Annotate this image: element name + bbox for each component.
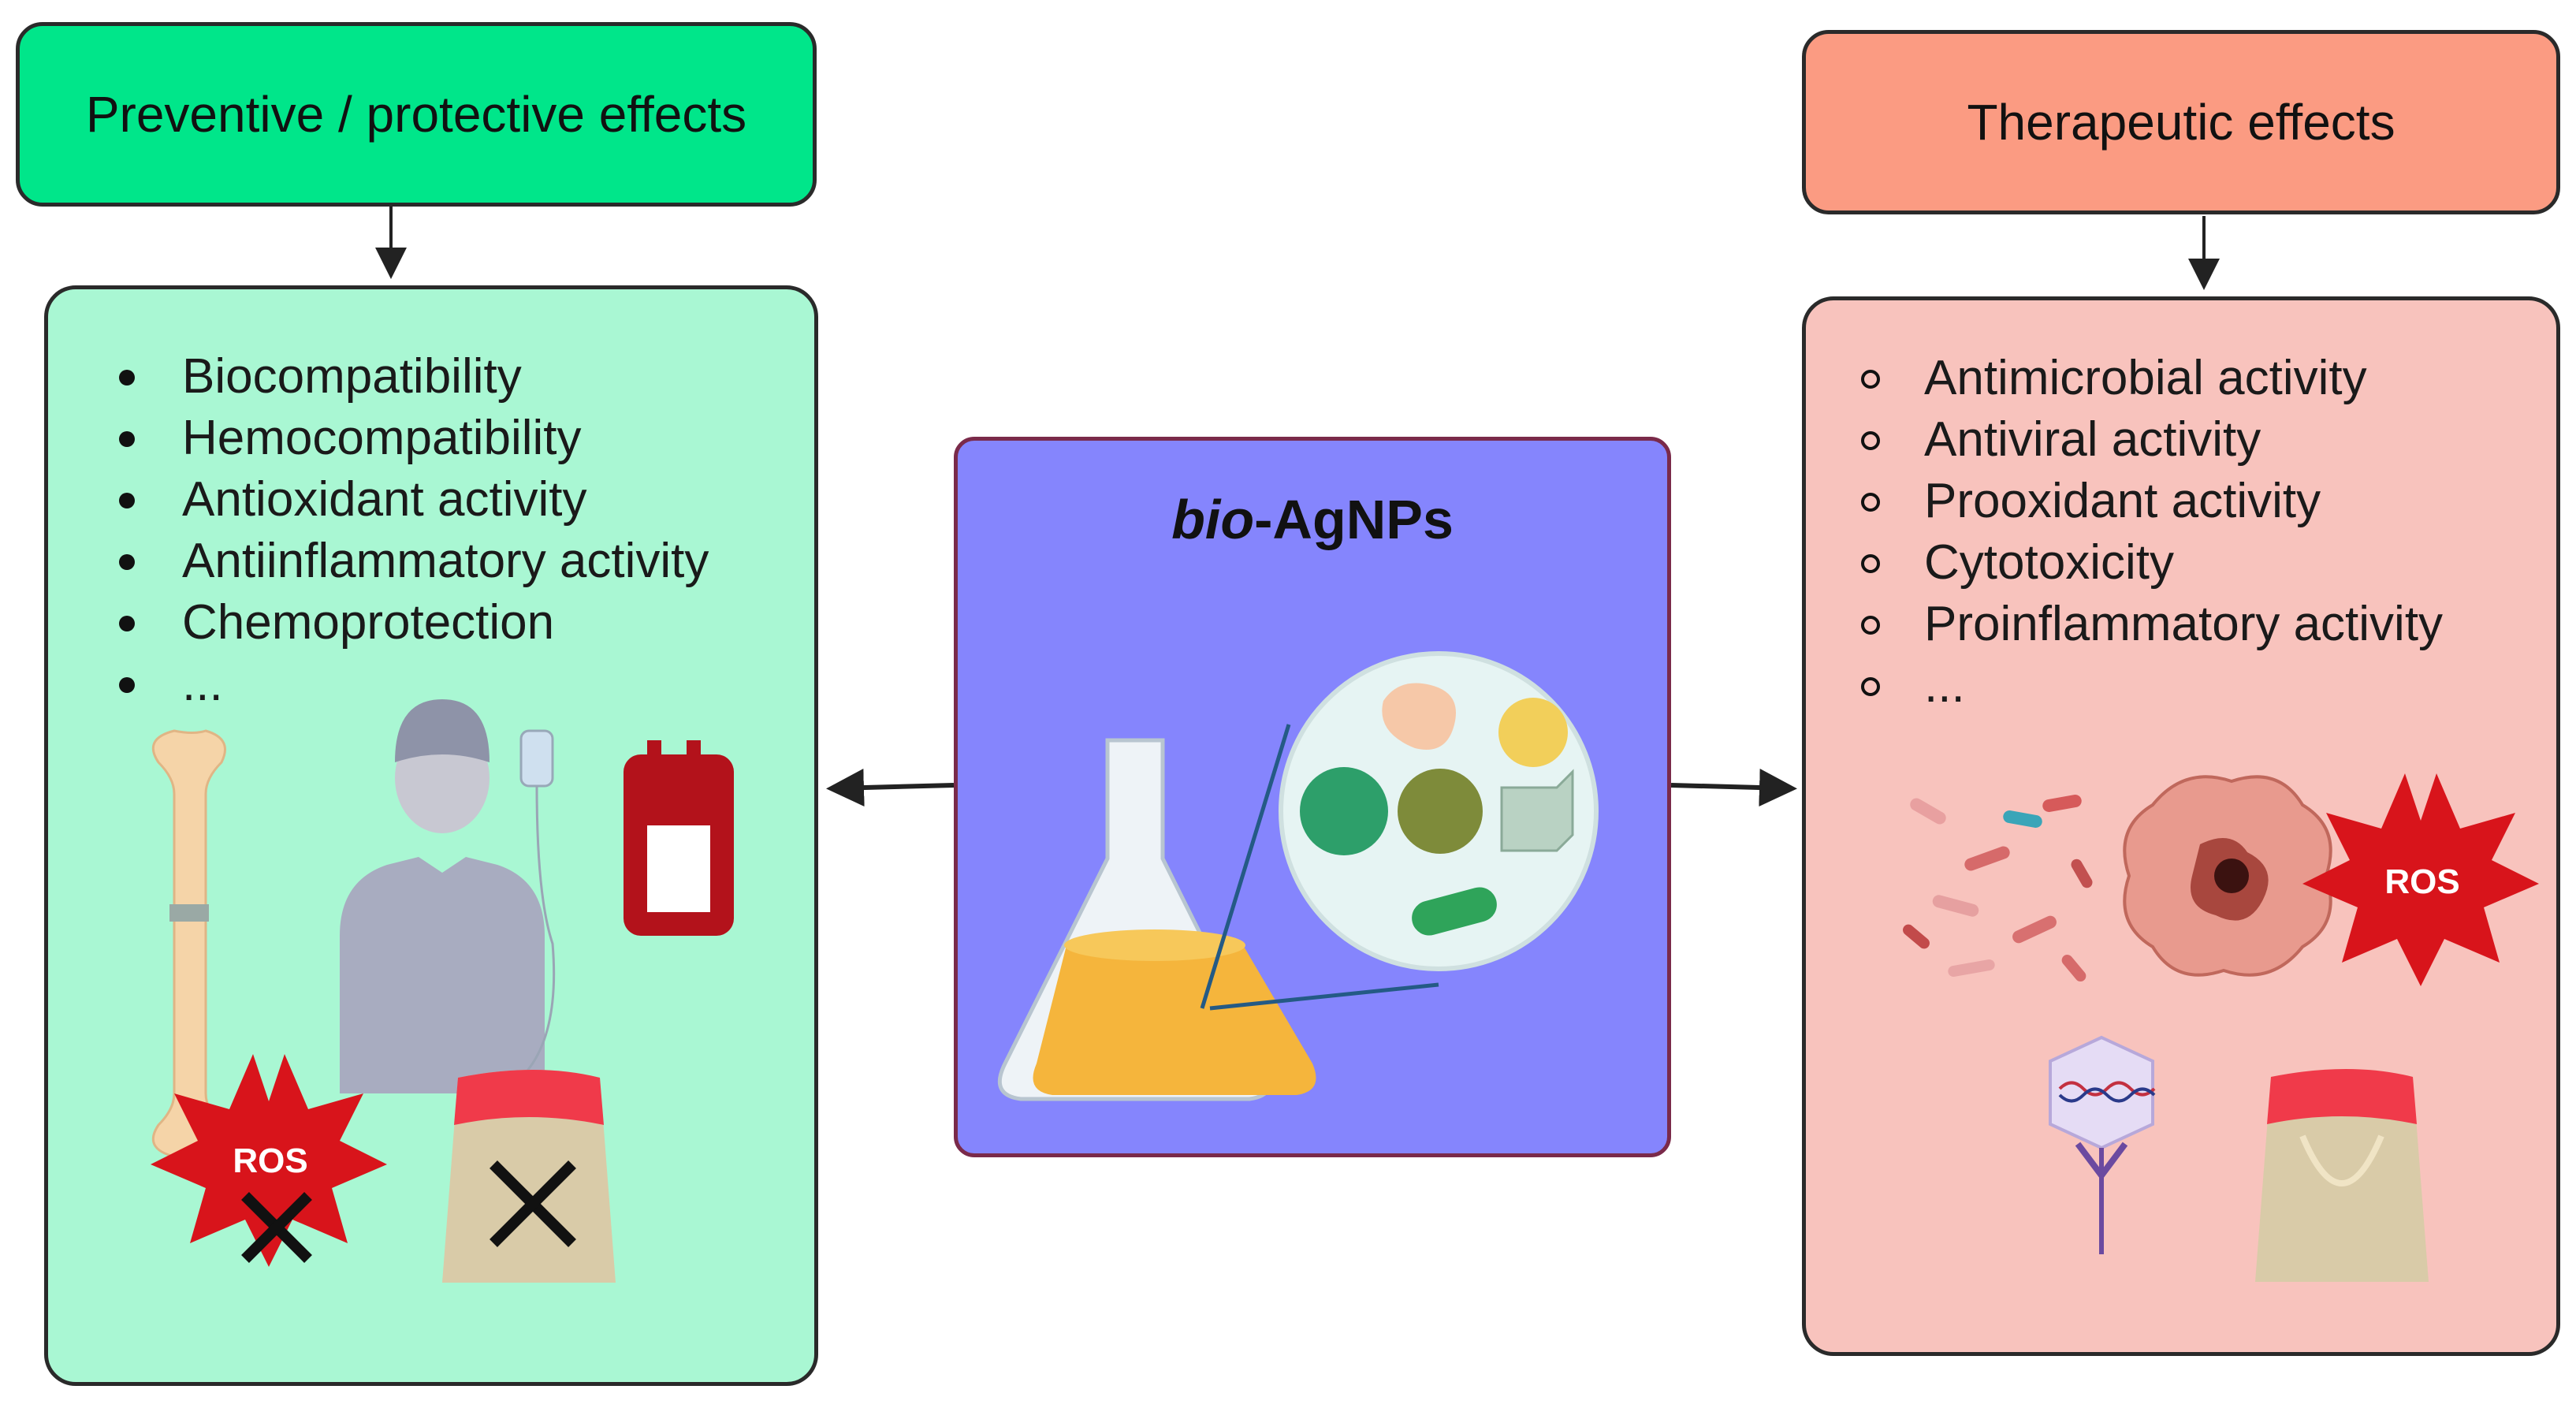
ros-burst-icon: ROS — [151, 1054, 387, 1267]
therapeutic-effects-header: Therapeutic effects — [1802, 30, 2560, 214]
list-item: Prooxidant activity — [1853, 471, 2443, 532]
zoom-line — [1209, 982, 1439, 1011]
ros-label: ROS — [2384, 862, 2459, 901]
list-item: Hemocompatibility — [111, 408, 709, 469]
preventive-effects-panel: Biocompatibility Hemocompatibility Antio… — [44, 285, 818, 1386]
blood-bag-icon — [624, 740, 734, 936]
list-item: Antimicrobial activity — [1853, 348, 2443, 409]
cross-mark-icon — [490, 1160, 576, 1247]
virus-icon — [2049, 1035, 2156, 1254]
ros-burst-icon: ROS — [2302, 773, 2539, 986]
preventive-illustrations: ROS — [151, 699, 734, 1283]
nanoparticle-zoom-circle — [1279, 651, 1599, 971]
tumor-icon — [2123, 775, 2332, 977]
patient-iv-icon — [340, 699, 556, 1093]
list-item: ... — [111, 654, 709, 715]
cross-mark-icon — [241, 1192, 312, 1263]
arrow-center-to-left — [826, 769, 955, 807]
bio-agnps-title: bio-AgNPs — [958, 488, 1667, 551]
ros-label: ROS — [233, 1142, 307, 1180]
list-item: Antiviral activity — [1853, 409, 2443, 471]
title-prefix: bio — [1171, 489, 1255, 550]
therapeutic-effects-list: Antimicrobial activity Antiviral activit… — [1853, 348, 2443, 717]
preventive-effects-title: Preventive / protective effects — [85, 86, 747, 143]
bone-icon — [151, 729, 226, 1158]
tissue-block-icon — [442, 1070, 616, 1283]
title-suffix: -AgNPs — [1254, 489, 1454, 550]
list-item: ... — [1853, 655, 2443, 717]
preventive-effects-header: Preventive / protective effects — [16, 22, 817, 207]
list-item: Cytotoxicity — [1853, 532, 2443, 594]
list-item: Antioxidant activity — [111, 469, 709, 531]
flask-icon — [997, 738, 1316, 1101]
therapeutic-effects-panel: Antimicrobial activity Antiviral activit… — [1802, 296, 2560, 1356]
list-item: Biocompatibility — [111, 346, 709, 408]
preventive-effects-list: Biocompatibility Hemocompatibility Antio… — [111, 346, 709, 715]
list-item: Proinflammatory activity — [1853, 594, 2443, 655]
bacteria-icon — [1903, 795, 2093, 982]
arrow-center-to-right — [1670, 769, 1797, 807]
agnps-illustration — [997, 651, 1599, 1101]
bio-agnps-box: bio-AgNPs — [954, 437, 1671, 1157]
list-item: Antiinflammatory activity — [111, 531, 709, 592]
list-item: Chemoprotection — [111, 592, 709, 654]
therapeutic-effects-title: Therapeutic effects — [1967, 94, 2395, 151]
therapeutic-illustrations: ROS — [1903, 773, 2539, 1282]
tissue-block-icon — [2255, 1069, 2429, 1282]
zoom-line — [1200, 724, 1291, 1009]
